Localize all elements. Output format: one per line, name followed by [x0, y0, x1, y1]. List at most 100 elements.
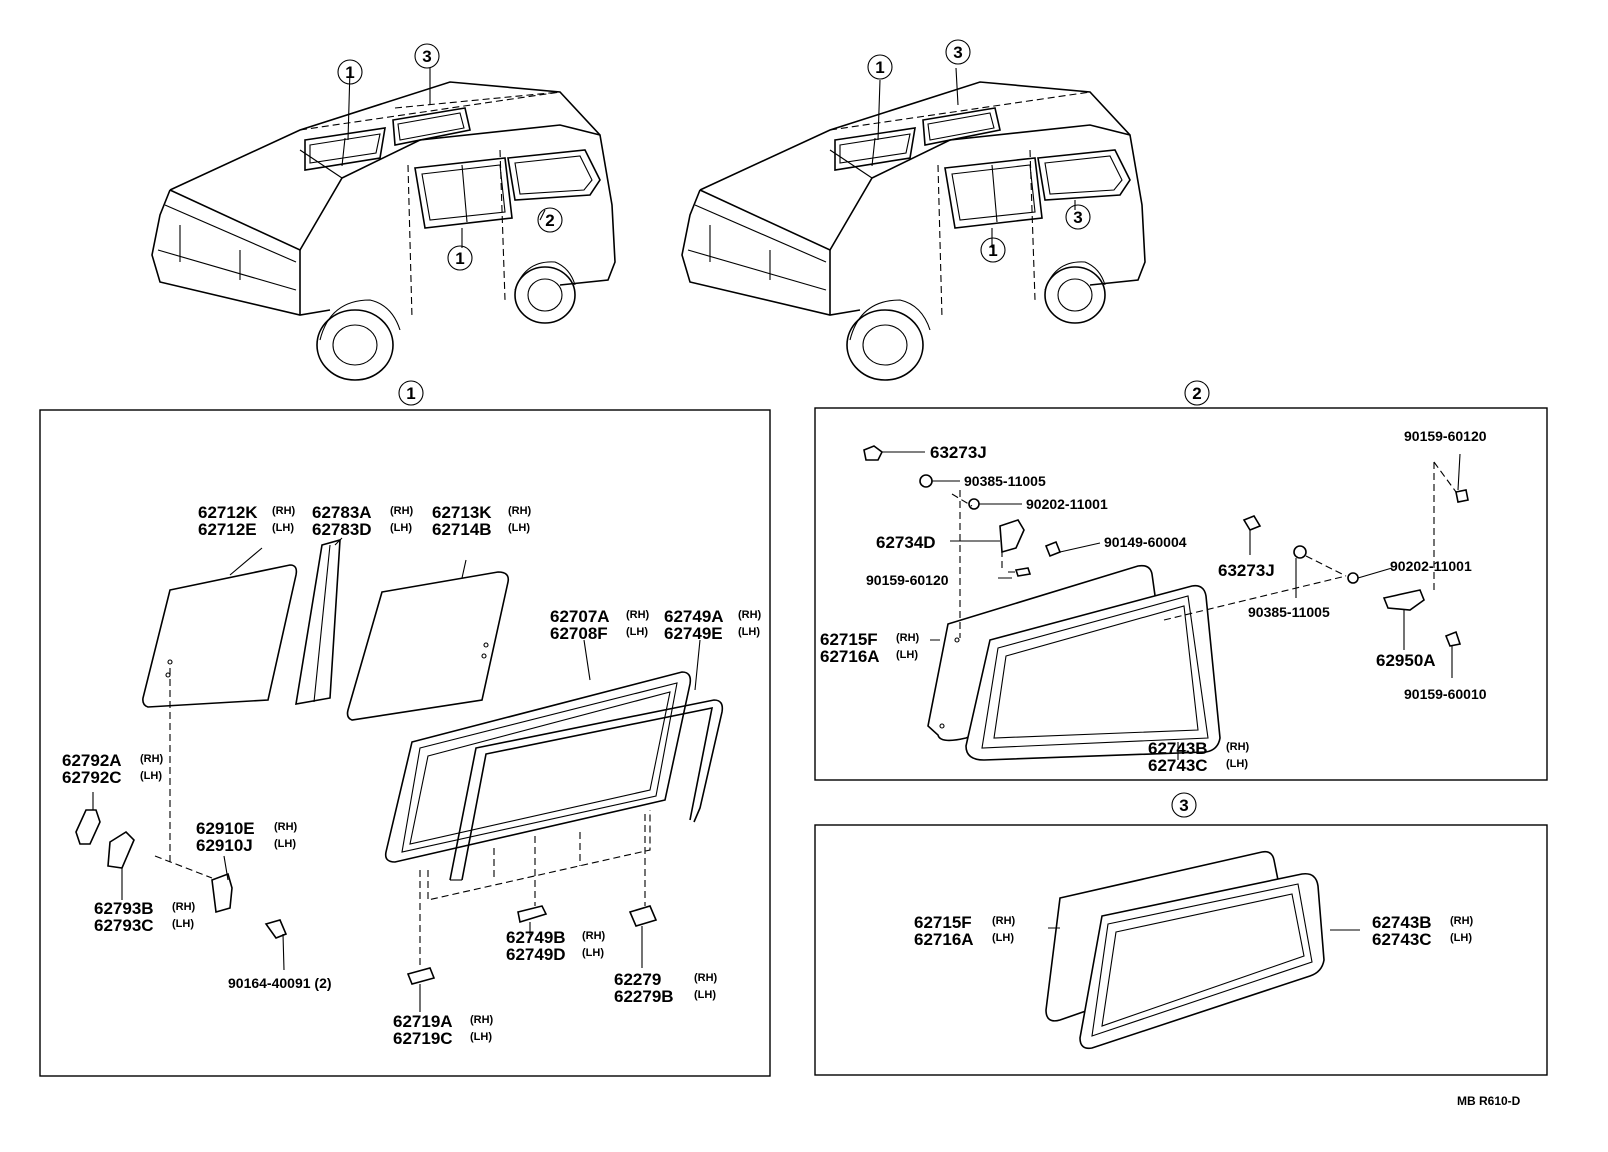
- side-label: (LH): [140, 770, 162, 782]
- section-2-number: 2: [1192, 384, 1201, 403]
- clip-part: [863, 445, 884, 461]
- side-label: (LH): [626, 626, 648, 638]
- section-1-parts: [75, 537, 724, 1012]
- label-62707A: 62707A: [550, 607, 610, 626]
- label-62715F-s3: 62715F: [914, 913, 972, 932]
- van-callouts: 1 3 1 2 1 3 1 3: [337, 39, 1091, 271]
- label-90159-60010: 90159-60010: [1404, 686, 1487, 702]
- label-62719C: 62719C: [393, 1029, 453, 1048]
- section-2-parts: [863, 445, 1469, 761]
- van-illustration-right: [681, 67, 1146, 381]
- label-90385-11005-a: 90385-11005: [964, 473, 1046, 489]
- label-62279: 62279: [614, 970, 661, 989]
- side-label: (LH): [508, 522, 530, 534]
- sliding-glass-part: [346, 571, 510, 721]
- van-illustration-left: [151, 68, 616, 381]
- side-label: (RH): [1450, 915, 1474, 927]
- screw-part: [264, 919, 288, 939]
- side-label: (RH): [172, 901, 196, 913]
- callout-van1-rear: 2: [545, 211, 554, 230]
- section-2-frame: [814, 407, 1548, 781]
- side-label: (LH): [1450, 932, 1472, 944]
- label-62910J: 62910J: [196, 836, 253, 855]
- side-label: (LH): [470, 1031, 492, 1043]
- stopper-lower-part: [406, 967, 436, 985]
- label-90164-40091: 90164-40091 (2): [228, 975, 332, 991]
- label-62715F-s2: 62715F: [820, 630, 878, 649]
- label-90385-11005-b: 90385-11005: [1248, 604, 1330, 620]
- side-label: (LH): [1226, 758, 1248, 770]
- side-label: (LH): [896, 649, 918, 661]
- label-63273J-a: 63273J: [930, 443, 987, 462]
- nut-part: [919, 474, 933, 488]
- side-label: (RH): [896, 632, 920, 644]
- label-90149-60004: 90149-60004: [1104, 534, 1187, 550]
- section-3-labels: 62715F (RH) 62716A (LH) 62743B (RH) 6274…: [914, 913, 1474, 949]
- label-side-rh: (RH): [272, 505, 296, 517]
- section-3-frame: [814, 824, 1548, 1076]
- label-62708F: 62708F: [550, 624, 608, 643]
- side-label: (RH): [738, 609, 762, 621]
- label-62793B: 62793B: [94, 899, 154, 918]
- latch-part: [211, 872, 233, 914]
- label-62713K: 62713K: [432, 503, 492, 522]
- label-62749D: 62749D: [506, 945, 566, 964]
- reference-code: MB R610-D: [1457, 1094, 1521, 1108]
- guide-part: [628, 905, 658, 927]
- section-1-labels: 62712K (RH) 62712E (LH) 62783A (RH) 6278…: [62, 503, 762, 1048]
- label-62716A-s3: 62716A: [914, 930, 974, 949]
- label-62749A: 62749A: [664, 607, 724, 626]
- side-label: (RH): [1226, 741, 1250, 753]
- label-62712K: 62712K: [198, 503, 258, 522]
- label-90202-11001-a: 90202-11001: [1026, 496, 1108, 512]
- hinge-part: [999, 519, 1025, 554]
- label-62743B-s2: 62743B: [1148, 739, 1208, 758]
- callout-van1-top-left: 1: [345, 63, 354, 82]
- fixed-glass-part: [142, 564, 298, 708]
- label-62749E: 62749E: [664, 624, 723, 643]
- side-label: (LH): [582, 947, 604, 959]
- bracket-part: [1382, 589, 1425, 611]
- section-2-labels: 63273J 90385-11005 90202-11001 62734D 90…: [820, 428, 1487, 775]
- label-62743B-s3: 62743B: [1372, 913, 1432, 932]
- side-label: (LH): [694, 989, 716, 1001]
- label-62279B: 62279B: [614, 987, 674, 1006]
- label-62793C: 62793C: [94, 916, 154, 935]
- label-62792C: 62792C: [62, 768, 122, 787]
- label-62714B: 62714B: [432, 520, 492, 539]
- label-62783A: 62783A: [312, 503, 372, 522]
- callout-van2-door: 1: [988, 241, 997, 260]
- callout-van2-top-left: 1: [875, 58, 884, 77]
- division-bar-part: [295, 538, 341, 705]
- side-label: (LH): [738, 626, 760, 638]
- side-label: (LH): [992, 932, 1014, 944]
- label-62783D: 62783D: [312, 520, 372, 539]
- label-63273J-b: 63273J: [1218, 561, 1275, 580]
- callout-van2-rear: 3: [1073, 208, 1082, 227]
- side-label: (RH): [582, 930, 606, 942]
- side-label: (RH): [508, 505, 532, 517]
- label-62910E: 62910E: [196, 819, 255, 838]
- callout-van1-top-right: 3: [422, 47, 431, 66]
- label-62792A: 62792A: [62, 751, 122, 770]
- side-label: (LH): [172, 918, 194, 930]
- label-62950A: 62950A: [1376, 651, 1436, 670]
- washer-b-part: [1347, 572, 1359, 584]
- label-62734D: 62734D: [876, 533, 936, 552]
- side-label: (RH): [274, 821, 298, 833]
- clip-b-part: [1242, 515, 1262, 531]
- section-1-number: 1: [406, 384, 415, 403]
- label-62743C-s3: 62743C: [1372, 930, 1432, 949]
- callout-van1-door: 1: [455, 249, 464, 268]
- side-label: (RH): [694, 972, 718, 984]
- side-label: (RH): [390, 505, 414, 517]
- bolt-b-part: [1455, 489, 1469, 503]
- callout-van2-top-right: 3: [953, 43, 962, 62]
- label-62712E: 62712E: [198, 520, 257, 539]
- screw-a-part: [1044, 540, 1062, 558]
- label-62719A: 62719A: [393, 1012, 453, 1031]
- cushion-part: [517, 905, 548, 924]
- section-1-frame: [39, 409, 771, 1077]
- label-62716A-s2: 62716A: [820, 647, 880, 666]
